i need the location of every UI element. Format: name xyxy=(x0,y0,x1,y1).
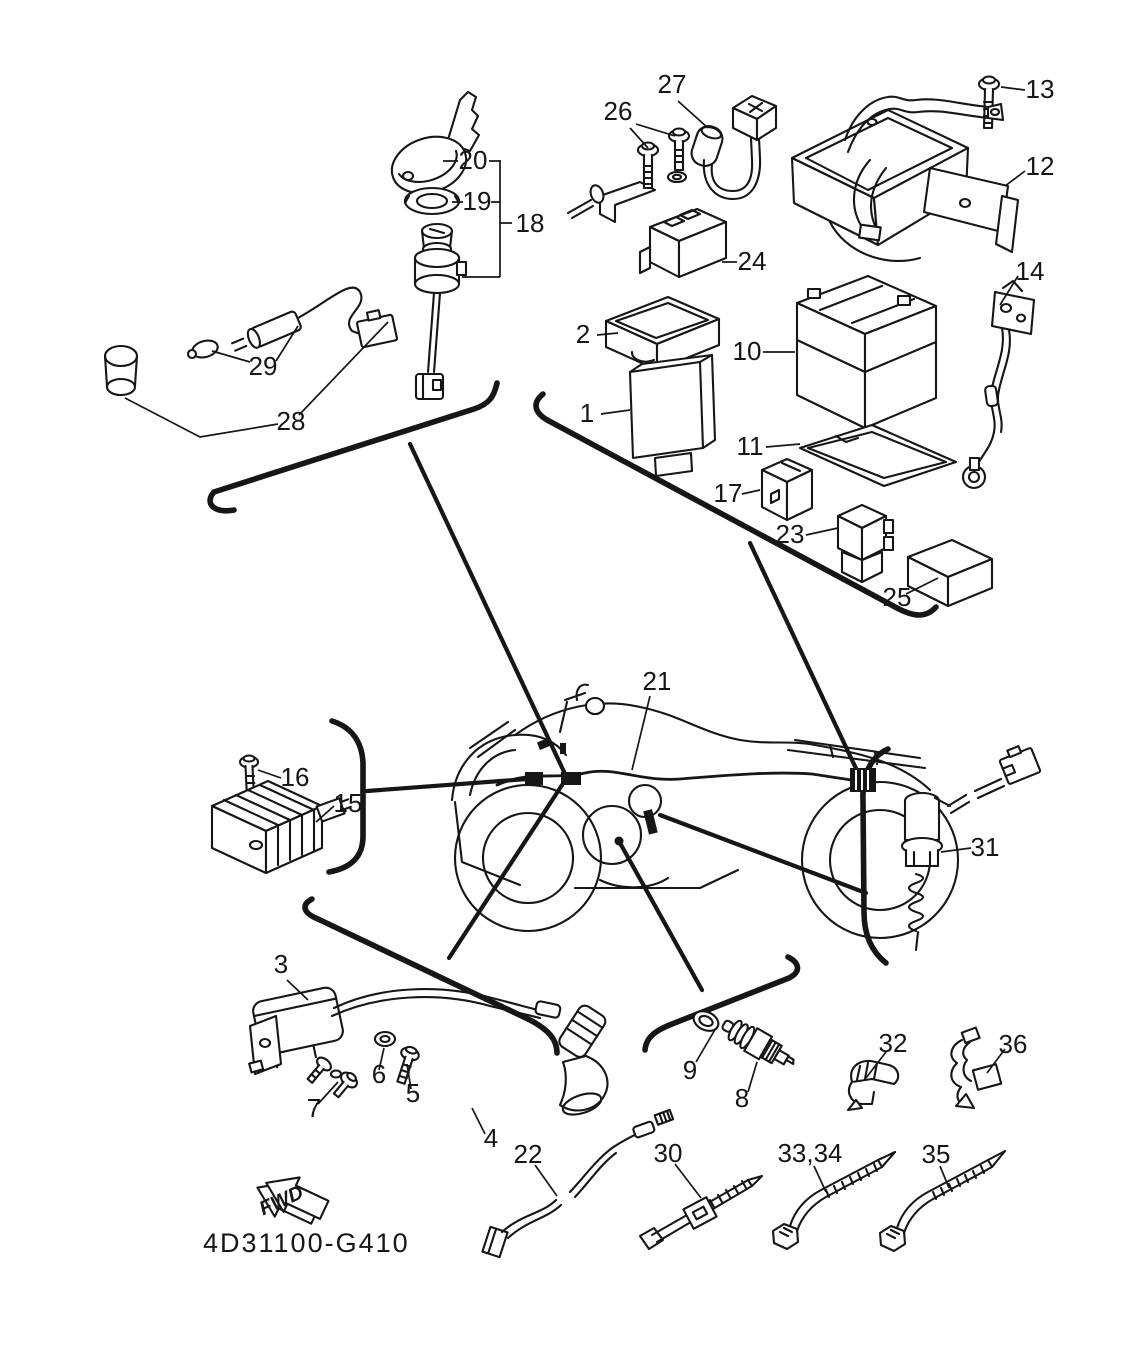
part-7-screws xyxy=(306,1056,358,1099)
atv-silhouette xyxy=(450,683,960,940)
callout-8: 8 xyxy=(735,1083,749,1113)
part-33-34-tie xyxy=(771,1150,897,1251)
callout-33-34: 33,34 xyxy=(777,1138,842,1168)
callout-3: 3 xyxy=(274,949,288,979)
part-25-cdi-unit xyxy=(906,538,994,608)
callout-26: 26 xyxy=(604,96,633,126)
callout-7: 7 xyxy=(307,1093,321,1123)
callout-31: 31 xyxy=(971,832,1000,862)
part-20-key xyxy=(390,90,481,195)
part-19-lock-nut xyxy=(403,186,461,216)
callout-32: 32 xyxy=(879,1028,908,1058)
part-31-sensor xyxy=(900,745,1042,952)
callout-20: 20 xyxy=(459,145,488,175)
part-18-main-switch xyxy=(413,222,468,401)
callout-11: 11 xyxy=(737,431,764,461)
callout-12: 12 xyxy=(1026,151,1055,181)
part-35-tie xyxy=(878,1149,1007,1253)
part-4-plug-cap xyxy=(558,1004,609,1116)
group-separator-curves xyxy=(207,380,939,1056)
part-36-clip xyxy=(950,1026,1003,1110)
group-callouts: 20 19 18 29 28 26 27 24 2 1 10 11 17 23 … xyxy=(249,69,1055,1169)
part-3-ignition-coil xyxy=(248,986,562,1076)
fwd-arrow: FWD xyxy=(256,1176,330,1225)
callout-21: 21 xyxy=(643,666,672,696)
callout-14: 14 xyxy=(1016,256,1045,286)
part-29-bulb xyxy=(186,339,219,360)
callout-5: 5 xyxy=(406,1078,420,1108)
callout-10: 10 xyxy=(733,336,762,366)
callout-35: 35 xyxy=(922,1139,951,1169)
part-17-relay xyxy=(760,457,814,522)
callout-17: 17 xyxy=(714,478,743,508)
callout-15: 15 xyxy=(334,788,363,818)
part-22-wire-lead xyxy=(481,1108,675,1259)
callout-24: 24 xyxy=(738,246,767,276)
callout-23: 23 xyxy=(776,519,805,549)
callout-19: 19 xyxy=(463,186,492,216)
callout-1: 1 xyxy=(580,398,594,428)
callout-28: 28 xyxy=(277,406,306,436)
part-9-gasket xyxy=(692,1010,720,1032)
callout-29: 29 xyxy=(249,351,278,381)
callout-6: 6 xyxy=(372,1059,386,1089)
part-6-washer xyxy=(373,1030,397,1048)
part-14-negative-lead xyxy=(961,279,1036,490)
part-8-spark-plug xyxy=(721,1019,795,1066)
part-30-band xyxy=(638,1174,764,1251)
part-11-battery-plate xyxy=(798,423,958,488)
part-28-wire-lead xyxy=(103,286,398,397)
callout-2: 2 xyxy=(576,319,590,349)
part-2-tray xyxy=(604,295,721,372)
wire-harness-21 xyxy=(495,737,876,846)
part-32-clamp xyxy=(846,1059,900,1112)
part-26-bolts xyxy=(636,127,691,190)
callout-9: 9 xyxy=(683,1055,697,1085)
callout-22: 22 xyxy=(514,1139,543,1169)
group-callout-leaders xyxy=(124,86,1026,1199)
callout-13: 13 xyxy=(1026,74,1055,104)
part-15-rectifier xyxy=(210,779,352,875)
callout-16: 16 xyxy=(281,762,310,792)
callout-27: 27 xyxy=(658,69,687,99)
part-12-battery-box xyxy=(790,95,1020,262)
part-13-bolt xyxy=(977,75,1001,130)
callout-25: 25 xyxy=(883,582,912,612)
part-1-ecu xyxy=(628,353,717,478)
part-24-fuse-box xyxy=(566,180,728,279)
callout-36: 36 xyxy=(999,1029,1028,1059)
part-23-relay xyxy=(836,503,895,584)
callout-4: 4 xyxy=(484,1123,498,1153)
callout-18: 18 xyxy=(516,208,545,238)
callout-30: 30 xyxy=(654,1138,683,1168)
plus-terminal-mark xyxy=(747,101,764,114)
diagram-code: 4D31100-G410 xyxy=(203,1228,410,1258)
part-27-positive-lead xyxy=(690,94,778,201)
part-10-battery xyxy=(795,274,938,430)
